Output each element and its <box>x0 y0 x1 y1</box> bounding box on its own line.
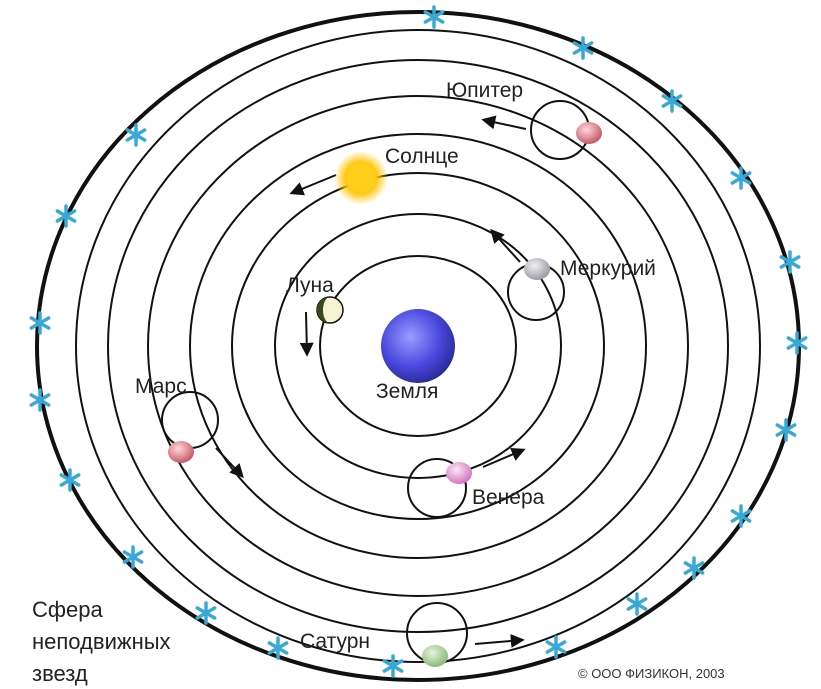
label-sphere-line1: Сфера <box>32 597 103 622</box>
arrow-icon <box>289 174 337 196</box>
star-icon <box>382 654 404 678</box>
orbits <box>75 29 761 663</box>
arrow-icon <box>215 447 244 479</box>
star-icon <box>775 418 797 442</box>
star-icon <box>267 636 289 660</box>
star-icon <box>786 331 808 355</box>
orbit-saturn <box>75 29 761 663</box>
orbit-mars <box>147 95 689 597</box>
star-icon <box>626 592 648 616</box>
label-mars: Марс <box>135 375 187 398</box>
venus-planet-icon <box>446 462 472 484</box>
star-icon <box>423 5 445 29</box>
mercury-planet-icon <box>524 258 550 280</box>
star-icon <box>730 504 752 528</box>
orbit-jupiter <box>107 59 729 633</box>
label-saturn: Сатурн <box>300 630 370 653</box>
arrow-icon <box>490 228 521 263</box>
label-sphere-line3: звезд <box>32 661 88 686</box>
epicycle-venus <box>407 458 467 518</box>
star-icon <box>730 166 752 190</box>
bodies <box>168 122 602 667</box>
label-sun: Солнце <box>385 145 459 168</box>
earth-planet-icon <box>381 309 455 383</box>
star-icon <box>572 36 594 60</box>
orbit-sun <box>189 133 647 559</box>
arrow-icon <box>474 633 525 648</box>
label-earth: Земля <box>376 380 438 403</box>
star-icon <box>545 635 567 659</box>
label-venus: Венера <box>472 486 545 509</box>
label-sphere-line2: неподвижных <box>32 629 171 654</box>
arrow-icon <box>299 311 314 357</box>
jupiter-planet-icon <box>576 122 602 144</box>
star-icon <box>122 545 144 569</box>
orbit-mercury <box>274 213 562 479</box>
mars-planet-icon <box>168 441 194 463</box>
label-jupiter: Юпитер <box>446 79 523 102</box>
star-icon <box>125 123 147 147</box>
orbit-moon <box>319 255 517 437</box>
moon-shadow <box>317 297 330 323</box>
star-icon <box>661 89 683 113</box>
star-icon <box>29 388 51 412</box>
copyright: © ООО ФИЗИКОН, 2003 <box>578 666 725 681</box>
label-moon: Луна <box>286 274 334 297</box>
star-icon <box>59 468 81 492</box>
stars <box>29 5 808 678</box>
star-icon <box>29 311 51 335</box>
orbit-venus <box>231 172 605 520</box>
saturn-planet-icon <box>422 645 448 667</box>
label-mercury: Меркурий <box>560 257 656 280</box>
star-icon <box>195 601 217 625</box>
star-icon <box>779 250 801 274</box>
arrow-icon <box>482 447 526 468</box>
arrow-icon <box>481 115 527 130</box>
star-icon <box>683 556 705 580</box>
sun-core <box>346 163 376 193</box>
motion-arrows <box>215 115 527 648</box>
star-icon <box>55 204 77 228</box>
epicycle-mars <box>161 391 219 449</box>
